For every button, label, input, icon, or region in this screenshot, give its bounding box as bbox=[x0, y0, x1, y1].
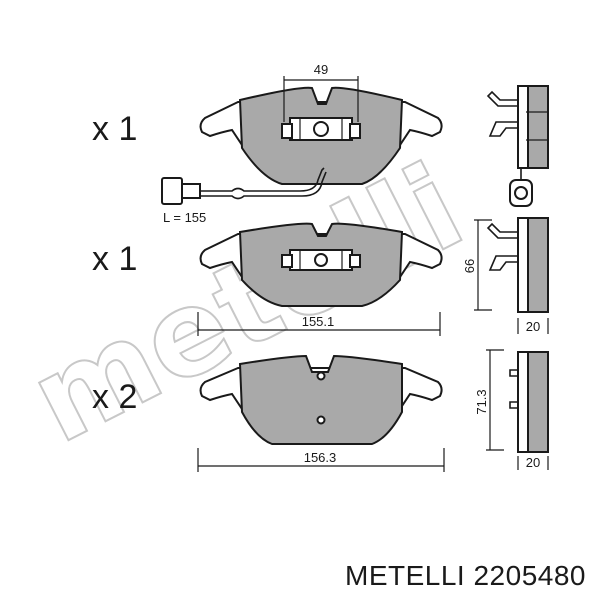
pad-2-width-dimension: 155.1 bbox=[197, 312, 441, 336]
pad-2-side-view: 66 20 bbox=[462, 217, 549, 334]
pad-3-marker-top bbox=[316, 371, 326, 381]
pad-2-quantity: x 1 bbox=[92, 240, 137, 278]
pad-3-friction-material bbox=[238, 354, 403, 445]
pad-3-marker-bottom bbox=[316, 415, 326, 425]
pad-1-center-clip bbox=[281, 117, 361, 141]
pad-1-quantity: x 1 bbox=[92, 110, 137, 148]
pad-3-dim-thickness: 20 bbox=[526, 455, 540, 470]
pad-1: x 1 49 L = 155 bbox=[92, 62, 549, 225]
pad-2-dim-thickness: 20 bbox=[526, 319, 540, 334]
pad-1-dim-top: 49 bbox=[314, 62, 328, 77]
pad-1-top-dimension: 49 bbox=[283, 62, 359, 122]
pad-1-sensor-length: L = 155 bbox=[163, 210, 206, 225]
pad-2-dim-height: 66 bbox=[462, 259, 477, 273]
pad-3: x 2 156.3 71.3 20 bbox=[92, 349, 549, 472]
pad-3-side-view: 71.3 20 bbox=[474, 349, 549, 470]
part-number-caption: METELLI 2205480 bbox=[345, 560, 586, 591]
pad-3-dim-width: 156.3 bbox=[304, 450, 337, 465]
pad-1-wear-sensor: L = 155 bbox=[161, 167, 327, 225]
pad-2-dim-width: 155.1 bbox=[302, 314, 335, 329]
pad-3-width-dimension: 156.3 bbox=[197, 448, 445, 472]
pad-3-dim-height: 71.3 bbox=[474, 389, 489, 414]
pad-2-center-clip bbox=[281, 249, 361, 271]
pad-2: x 1 155.1 66 20 bbox=[92, 217, 549, 336]
pad-1-side-view bbox=[486, 85, 549, 207]
pad-3-quantity: x 2 bbox=[92, 378, 137, 416]
